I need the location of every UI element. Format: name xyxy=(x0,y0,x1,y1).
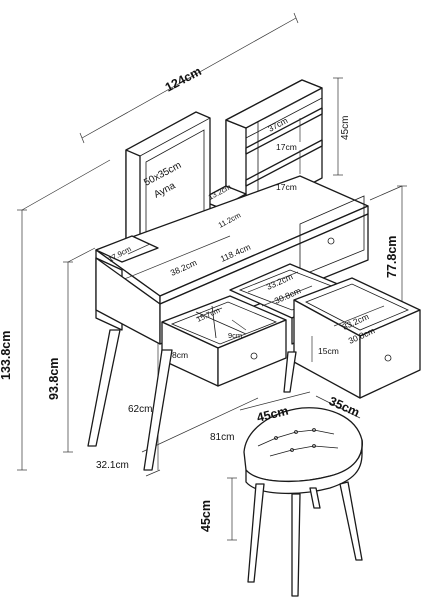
label-left-div-2: 9cm xyxy=(228,331,242,340)
label-total-height: 133.8cm xyxy=(0,331,13,380)
label-right-drawer-h: 15cm xyxy=(318,346,339,356)
label-right-height: 77.8cm xyxy=(385,236,399,278)
label-shelf-gap-2: 17cm xyxy=(276,182,297,192)
label-shelf-gap-1: 17cm xyxy=(276,142,297,152)
shelf-unit xyxy=(225,79,323,219)
label-drawer-h-left: 8cm xyxy=(172,350,188,360)
label-total-width: 124cm xyxy=(163,64,204,95)
label-leg-height: 62cm xyxy=(128,404,152,415)
open-drawers xyxy=(161,263,421,399)
stool xyxy=(227,391,363,597)
desk-legs xyxy=(87,329,297,471)
label-table-height: 93.8cm xyxy=(47,358,61,400)
label-depth-32: 32.1cm xyxy=(96,460,129,471)
label-stool-height: 45cm xyxy=(199,500,213,532)
label-shelf-height: 45cm xyxy=(340,116,351,140)
label-depth-81: 81cm xyxy=(210,432,234,443)
